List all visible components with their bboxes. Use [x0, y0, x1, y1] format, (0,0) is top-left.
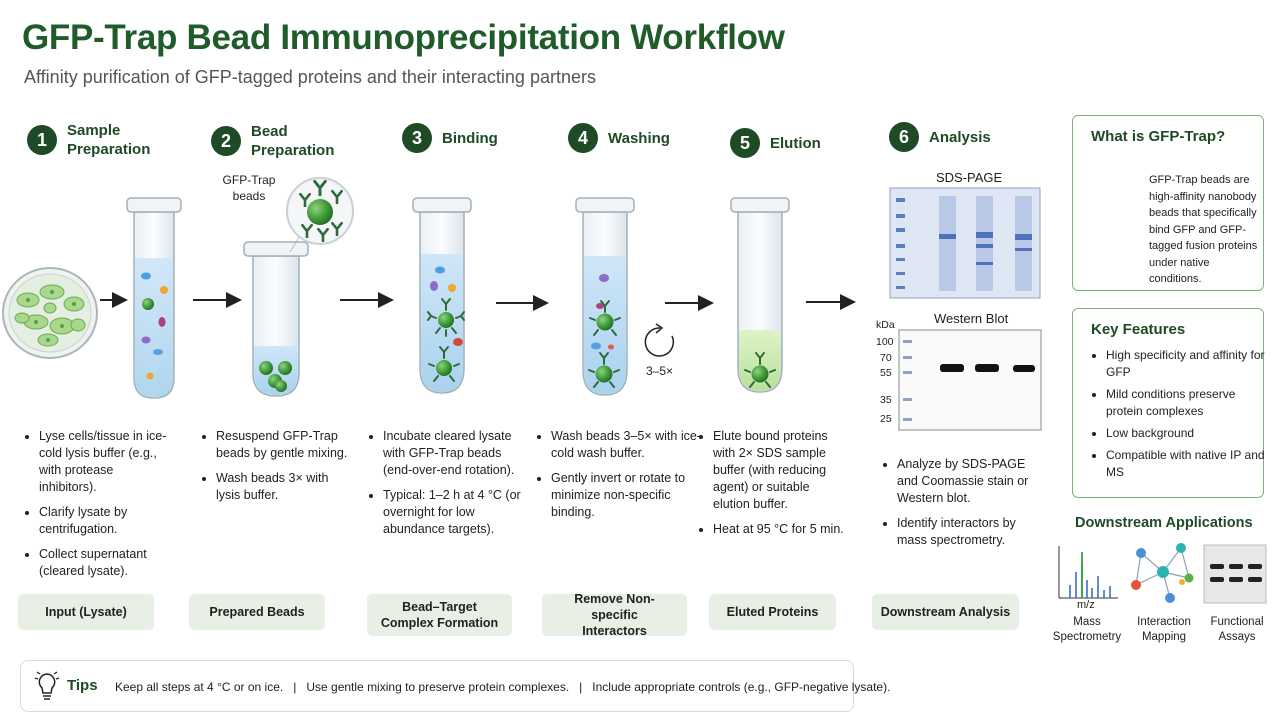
mass-spectrum-icon: [1058, 546, 1118, 599]
bullet: Heat at 95 °C for 5 min.: [713, 521, 845, 538]
step-5-bullets: Elute bound proteins with 2× SDS sample …: [697, 428, 845, 546]
step-number: 5: [730, 128, 760, 158]
feature-item: Compatible with native IP and MS: [1106, 447, 1266, 481]
feature-item: High specificity and affinity for GFP: [1106, 347, 1266, 381]
tip-separator: |: [579, 680, 583, 694]
western-blot-label: Western Blot: [934, 311, 1009, 326]
step-2-bullets: Resuspend GFP-Trap beads by gentle mixin…: [200, 428, 356, 512]
tips-bar: Tips Keep all steps at 4 °C or on ice. |…: [20, 660, 890, 712]
step-title: Binding: [442, 129, 498, 147]
tube-beads: [243, 241, 309, 397]
bullet: Typical: 1–2 h at 4 °C (or overnight for…: [383, 487, 533, 538]
bullet: Lyse cells/tissue in ice-cold lysis buff…: [39, 428, 169, 496]
app-interaction-mapping: Interaction Mapping: [1137, 616, 1191, 643]
sds-page-gel: [889, 187, 1041, 299]
tube-elution: [730, 197, 790, 393]
bullet: Wash beads 3× with lysis buffer.: [216, 470, 356, 504]
step-number: 6: [889, 122, 919, 152]
page-title: GFP-Trap Bead Immunoprecipitation Workfl…: [22, 18, 785, 57]
bullet: Clarify lysate by centrifugation.: [39, 504, 169, 538]
interaction-network-icon: [1131, 543, 1194, 603]
marker-35: 35: [880, 394, 892, 406]
step-1-bullets: Lyse cells/tissue in ice-cold lysis buff…: [23, 428, 169, 588]
step-title: Analysis: [929, 128, 991, 146]
step-title: Elution: [770, 134, 821, 152]
key-features-list: High specificity and affinity for GFP Mi…: [1090, 347, 1266, 486]
output-input-lysate: Input (Lysate): [18, 594, 154, 630]
step-6-bullets: Analyze by SDS-PAGE and Coomassie stain …: [881, 456, 1037, 557]
bead-callout-magnifier: [286, 177, 354, 253]
wash-repeat-label: 3–5×: [646, 364, 674, 378]
output-prepared-beads: Prepared Beads: [189, 594, 325, 630]
panel-title: What is GFP-Trap?: [1091, 128, 1226, 145]
step-number: 3: [402, 123, 432, 153]
petri-dish-icon: [2, 267, 98, 359]
step-number: 4: [568, 123, 598, 153]
tip-separator: |: [293, 680, 297, 694]
tip-item: Include appropriate controls (e.g., GFP-…: [592, 680, 891, 694]
marker-55: 55: [880, 367, 892, 379]
marker-25: 25: [880, 413, 892, 425]
bullet: Elute bound proteins with 2× SDS sample …: [713, 428, 845, 513]
bead-callout-label: GFP-Trap beads: [222, 173, 276, 203]
tip-item: Keep all steps at 4 °C or on ice.: [115, 680, 284, 694]
bullet: Identify interactors by mass spectrometr…: [897, 515, 1037, 549]
output-downstream-analysis: Downstream Analysis: [872, 594, 1019, 630]
step-5-header: 5 Elution: [730, 128, 821, 158]
step-3-header: 3 Binding: [402, 123, 498, 153]
functional-assay-blot-icon: [1203, 544, 1267, 604]
bullet: Resuspend GFP-Trap beads by gentle mixin…: [216, 428, 356, 462]
lightbulb-icon: [34, 671, 60, 700]
kda-unit-label: kDa: [876, 319, 895, 331]
western-blot: [898, 329, 1042, 431]
tube-binding: [412, 197, 472, 394]
step-title: Sample Preparation: [67, 122, 151, 158]
page-subtitle: Affinity purification of GFP-tagged prot…: [24, 67, 596, 87]
step-3-bullets: Incubate cleared lysate with GFP-Trap be…: [367, 428, 533, 546]
step-1-header: 1 Sample Preparation: [27, 121, 157, 159]
step-4-header: 4 Washing: [568, 123, 670, 153]
rotation-icon: [644, 323, 675, 357]
panel-title: Key Features: [1091, 321, 1186, 338]
step-6-header: 6 Analysis: [889, 122, 991, 152]
sds-page-label: SDS-PAGE: [936, 170, 1003, 185]
bullet: Analyze by SDS-PAGE and Coomassie stain …: [897, 456, 1037, 507]
step-number: 1: [27, 125, 57, 155]
bullet: Collect supernatant (cleared lysate).: [39, 546, 169, 580]
tips-label: Tips: [67, 677, 98, 694]
panel-text: GFP-Trap beads are high-affinity nanobod…: [1149, 174, 1258, 285]
step-number: 2: [211, 126, 241, 156]
output-eluted-proteins: Eluted Proteins: [709, 594, 836, 630]
marker-70: 70: [880, 352, 892, 364]
tip-item: Use gentle mixing to preserve protein co…: [306, 680, 570, 694]
app-functional-assays: Functional Assays: [1210, 616, 1264, 643]
bullet: Wash beads 3–5× with ice-cold wash buffe…: [551, 428, 701, 462]
key-features-panel: Key Features High specificity and affini…: [1072, 308, 1266, 498]
mz-axis-label: m/z: [1077, 599, 1095, 611]
bullet: Gently invert or rotate to minimize non-…: [551, 470, 701, 521]
app-mass-spectrometry: Mass Spectrometry: [1052, 616, 1122, 643]
marker-100: 100: [876, 336, 894, 348]
step-title: Washing: [608, 129, 670, 147]
tube-lysate: [126, 197, 182, 399]
downstream-title: Downstream Applications: [1075, 515, 1253, 531]
output-remove-nonspecific: Remove Non-specific Interactors: [542, 592, 687, 638]
output-bead-target-complex: Bead–Target Complex Formation: [367, 594, 512, 636]
feature-item: Mild conditions preserve protein complex…: [1106, 386, 1266, 420]
bullet: Incubate cleared lysate with GFP-Trap be…: [383, 428, 533, 479]
step-4-bullets: Wash beads 3–5× with ice-cold wash buffe…: [535, 428, 701, 529]
step-2-header: 2 Bead Preparation: [211, 122, 341, 160]
what-is-gfp-trap-panel: What is GFP-Trap? GFP-Trap beads are hig…: [1072, 115, 1264, 291]
feature-item: Low background: [1106, 425, 1266, 442]
flow-arrows: [100, 292, 856, 311]
step-title: Bead Preparation: [251, 123, 335, 159]
tube-washing: [575, 197, 635, 396]
tips-content: Keep all steps at 4 °C or on ice. | Use …: [115, 680, 890, 694]
